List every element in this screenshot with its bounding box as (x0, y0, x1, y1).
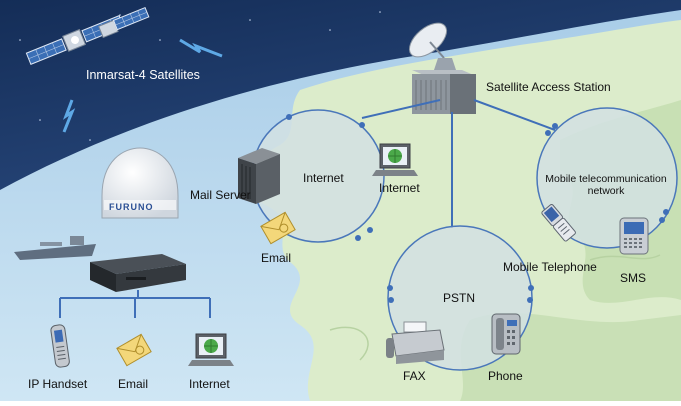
phone-label: Phone (488, 369, 523, 383)
pstn-label: PSTN (443, 291, 476, 305)
signal-bolt-2 (62, 99, 76, 133)
satellites-label: Inmarsat-4 Satellites (86, 68, 200, 82)
mobile-network-circle (536, 107, 678, 249)
mail-server-label: Mail Server (190, 188, 251, 202)
desk-phone-icon (491, 313, 521, 355)
land (250, 20, 681, 401)
mobile-network-label: Mobile telecommunication network (545, 173, 667, 197)
email-ship-envelope-icon (116, 333, 152, 367)
sms-phone-icon (619, 217, 649, 255)
mobile-telephone-label: Mobile Telephone (503, 260, 597, 274)
internet-pc-label: Internet (379, 181, 420, 195)
mail-server-icon (238, 148, 280, 204)
furuno-antenna-dome (101, 147, 179, 219)
internet-ship-computer-icon (188, 333, 234, 366)
terminal-unit-icon (90, 254, 186, 292)
ip-handset-icon (50, 324, 70, 368)
link-lines (361, 99, 556, 228)
email-cloud-label: Email (261, 251, 292, 265)
email-ship-label: Email (118, 377, 149, 391)
terminal-cables (59, 290, 211, 318)
sms-label: SMS (620, 271, 647, 285)
signal-bolt-1 (179, 38, 223, 58)
mobile-telephone-icon (541, 204, 576, 242)
fax-label: FAX (403, 369, 426, 383)
fax-machine-icon (386, 321, 445, 364)
satellite-dish-icon (408, 22, 456, 70)
furuno-brand-label: FURUNO (109, 202, 154, 212)
satellite-2 (98, 6, 150, 39)
internet-computer-icon (372, 143, 418, 176)
email-envelope-icon (260, 211, 296, 245)
coast-lines (329, 254, 661, 361)
access-station-building (412, 70, 476, 114)
access-station-label: Satellite Access Station (486, 80, 611, 94)
internet-ship-label: Internet (189, 377, 230, 391)
internet-cloud-label: Internet (303, 171, 344, 185)
ship-icon (14, 236, 96, 260)
ip-handset-label: IP Handset (28, 377, 88, 391)
